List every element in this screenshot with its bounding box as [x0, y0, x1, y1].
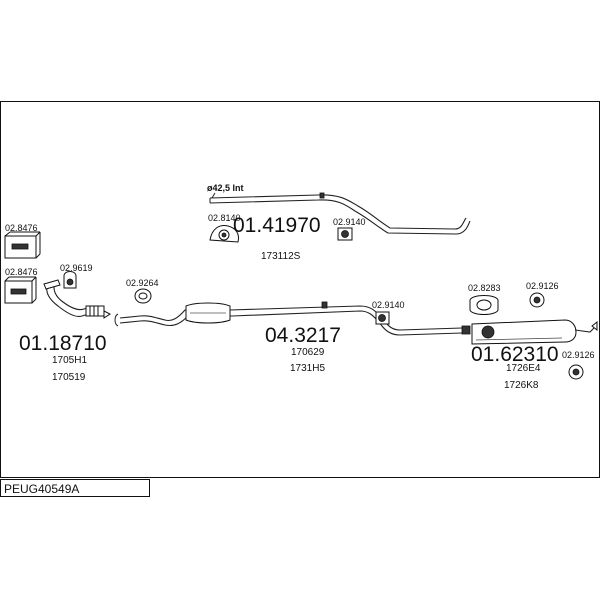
upper-pipe-inner	[209, 199, 471, 235]
part-number-01-18710: 01.18710	[19, 332, 107, 355]
rear-joint	[461, 325, 471, 335]
accessory-label-9126-top: 02.9126	[526, 281, 559, 291]
dimension-arrow	[211, 192, 216, 199]
accessory-label-9264: 02.9264	[126, 278, 159, 288]
dimension-note: ø42,5 Int	[207, 183, 244, 193]
accessory-label-8283: 02.8283	[468, 283, 501, 293]
part-number-01-41970: 01.41970	[233, 214, 321, 237]
accessory-label-9126-right: 02.9126	[562, 350, 595, 360]
rear-silencer-inlet	[481, 325, 495, 339]
gasket-box-8476-bot	[4, 276, 37, 304]
rear-silencer-shadow	[475, 337, 563, 341]
accessory-label-9140-mid: 02.9140	[372, 300, 405, 310]
hanger-8283	[469, 295, 499, 315]
code-173112S: 173112S	[261, 251, 301, 262]
centre-pipe-inner	[119, 310, 463, 336]
clamp-9140-top	[337, 227, 353, 241]
gasket-box-8476-top	[4, 231, 41, 259]
centre-pipe-clamp	[321, 301, 328, 309]
part-number-04-3217: 04.3217	[265, 324, 341, 347]
part-number-01-62310: 01.62310	[471, 343, 559, 366]
hanger-8140	[209, 225, 239, 243]
clamp-9619	[63, 271, 77, 289]
code-170519: 170519	[52, 372, 86, 383]
ring-9264	[134, 288, 152, 304]
accessory-label-8476-top: 02.8476	[5, 223, 38, 233]
clamp-9126-top	[529, 292, 545, 308]
upper-pipe-clamp	[319, 192, 325, 199]
rear-tailpipe-tip	[591, 320, 598, 332]
flex-joint	[85, 305, 105, 317]
upper-pipe	[209, 194, 467, 230]
front-pipe-inner	[53, 281, 95, 311]
clamp-9126-right	[568, 364, 584, 380]
accessory-label-9140-top: 02.9140	[333, 217, 366, 227]
code-1705H1: 1705H1	[52, 355, 87, 366]
clamp-9140-mid	[375, 311, 390, 325]
accessory-label-8476-bot: 02.8476	[5, 267, 38, 277]
accessory-label-8140: 02.8140	[208, 213, 241, 223]
diagram-frame	[0, 101, 600, 478]
diagram-title: PEUG40549A	[4, 482, 79, 496]
code-170629: 170629	[291, 347, 325, 358]
code-1726E4: 1726E4	[506, 363, 541, 374]
code-1731H5: 1731H5	[290, 363, 325, 374]
front-flange	[43, 279, 61, 290]
front-pipe-outlet	[103, 310, 111, 319]
code-1726K8: 1726K8	[504, 380, 539, 391]
accessory-label-9619: 02.9619	[60, 263, 93, 273]
rear-tailpipe	[574, 327, 595, 333]
title-box	[0, 479, 150, 497]
front-pipe	[46, 283, 96, 318]
centre-pipe-inlet	[114, 313, 119, 327]
